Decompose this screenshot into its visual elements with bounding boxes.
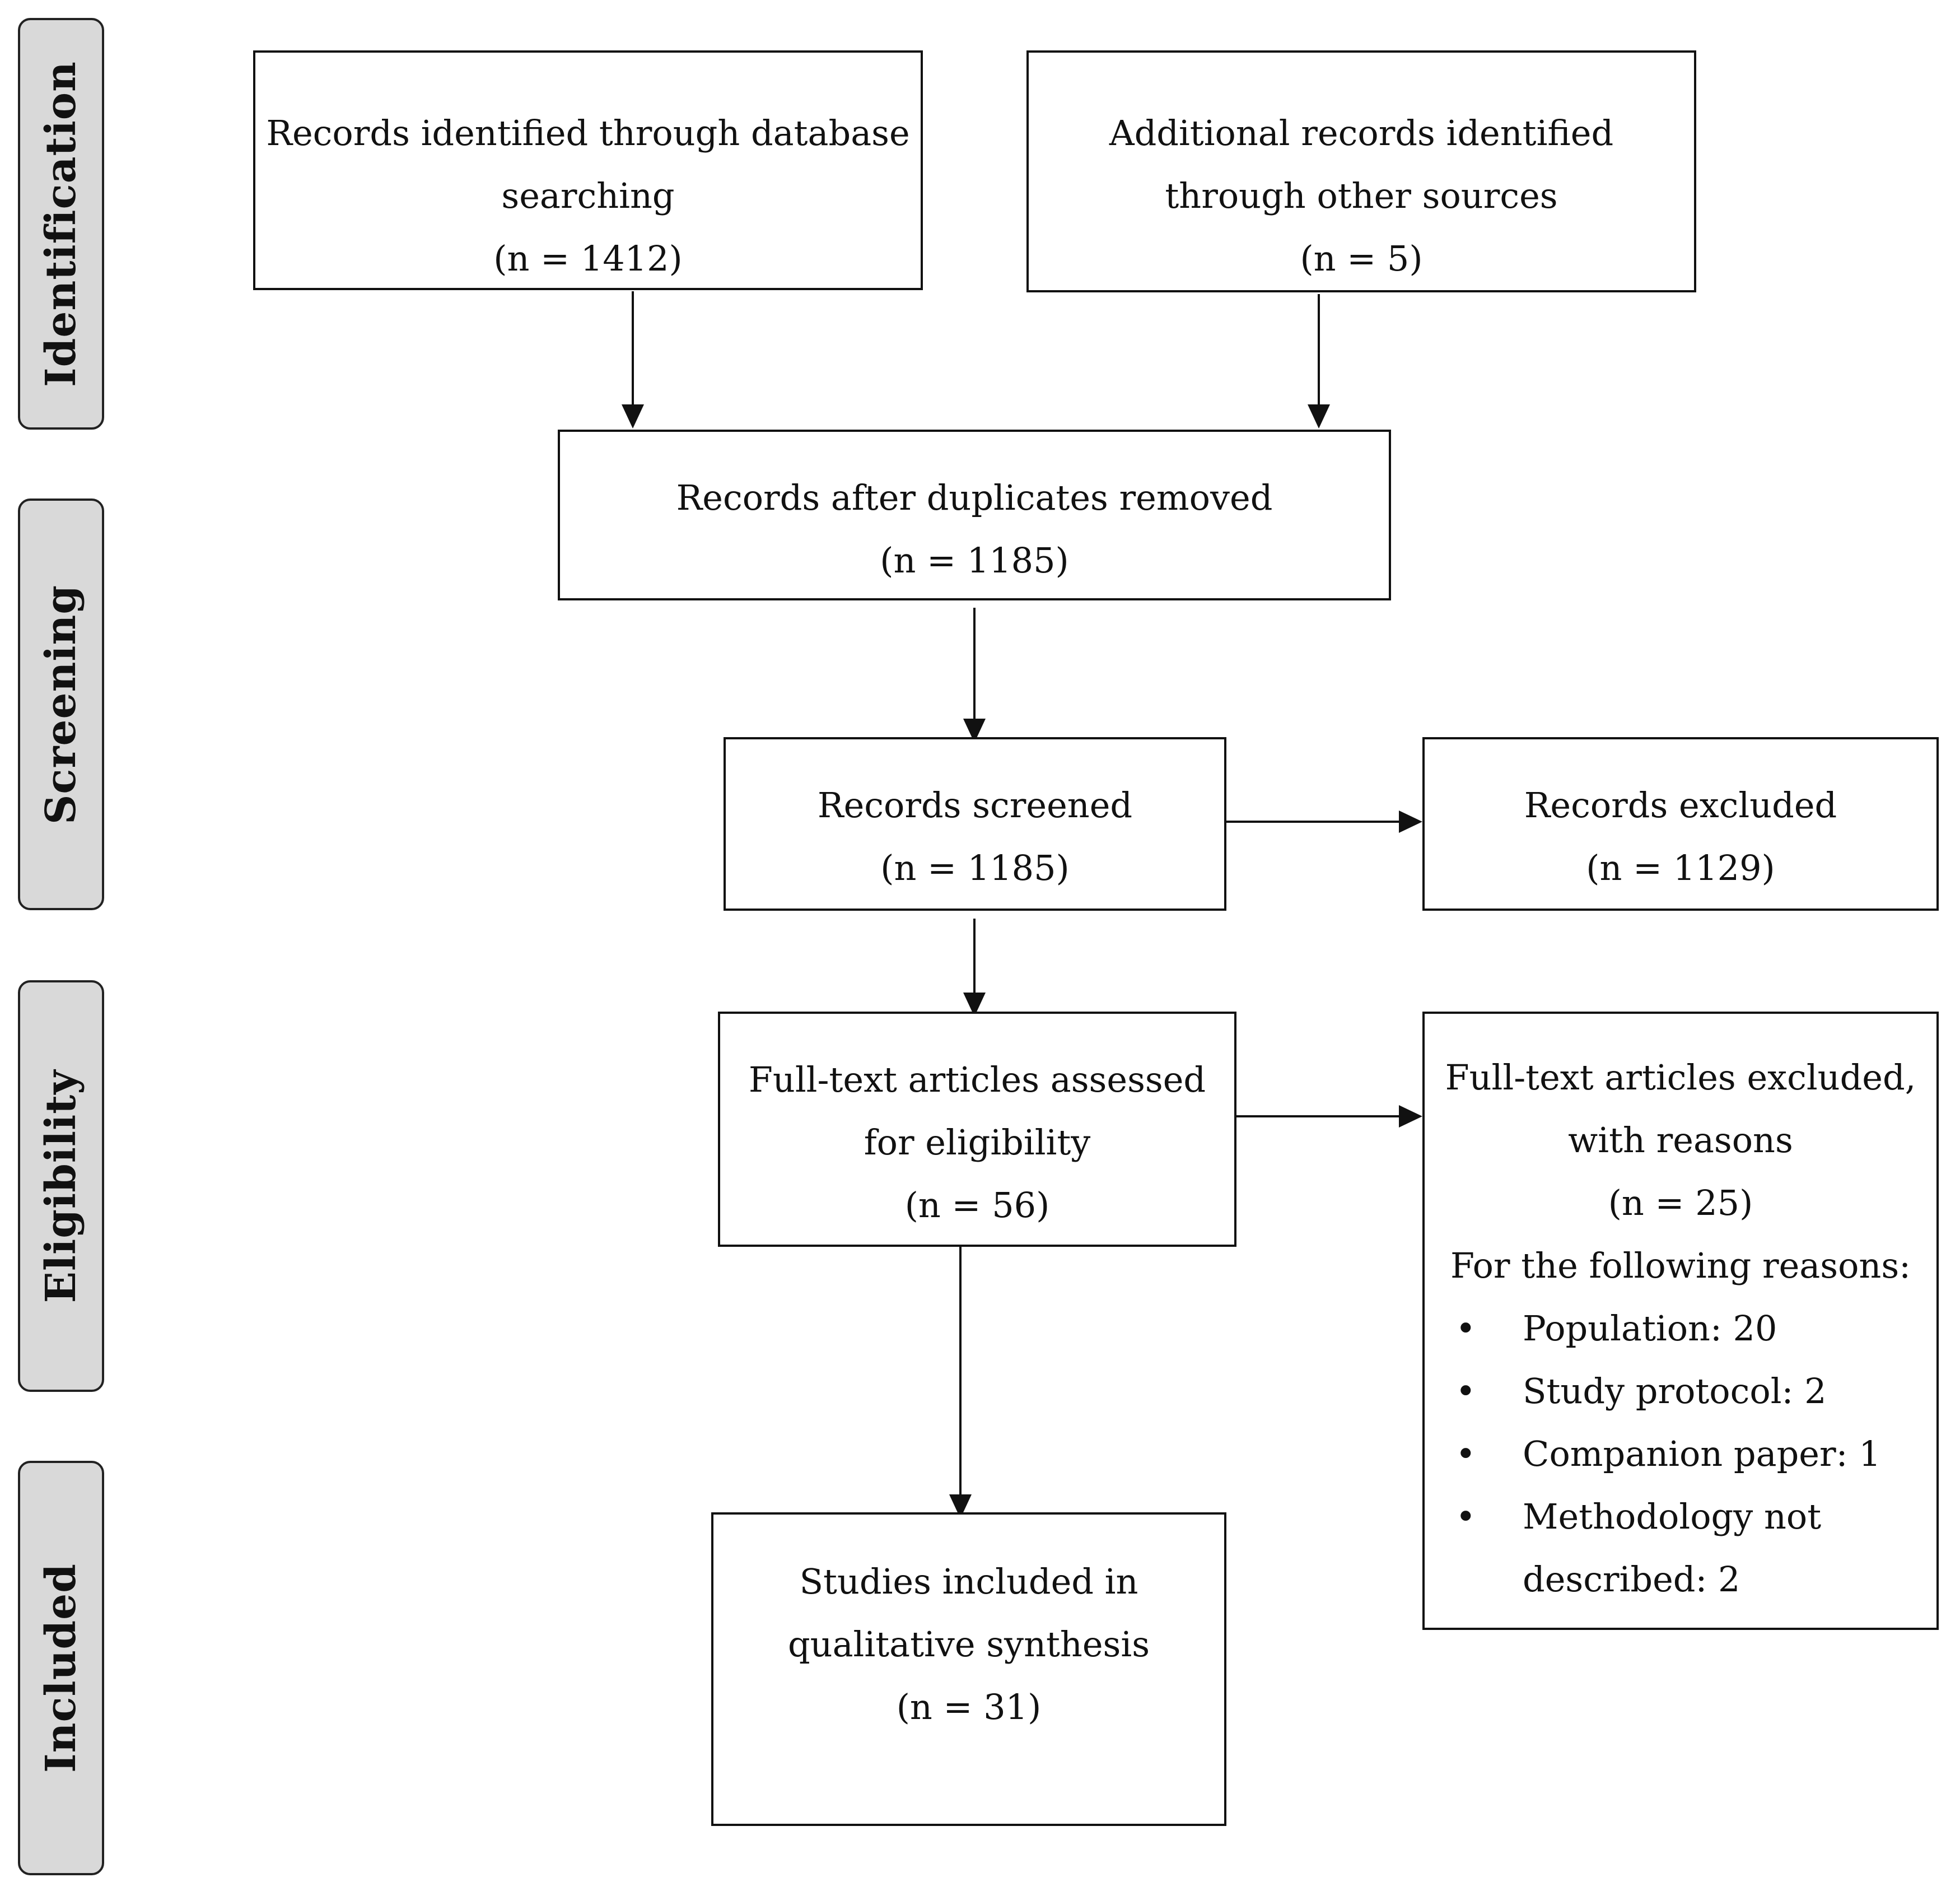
arrowhead-screened-fulltext	[963, 993, 986, 1017]
box-fulltext-excluded: Full-text articles excluded, with reason…	[1422, 1012, 1939, 1630]
reasons-list: • Population: 20 • Study protocol: 2 • C…	[1425, 1297, 1936, 1611]
other-sources-line2: through other sources	[1165, 175, 1558, 216]
included-line1: Studies included in	[799, 1561, 1138, 1602]
fulltext-assessed-line2: for eligibility	[864, 1122, 1091, 1163]
reasons-heading: For the following reasons:	[1450, 1245, 1911, 1286]
phase-screening: Screening	[18, 499, 104, 910]
box-records-excluded: Records excluded (n = 1129)	[1422, 737, 1939, 911]
reason-item: • Methodology not described: 2	[1425, 1485, 1936, 1611]
arrowhead-duplicates	[963, 719, 986, 743]
box-duplicates-removed: Records after duplicates removed (n = 11…	[558, 430, 1391, 600]
phase-eligibility: Eligibility	[18, 980, 104, 1392]
database-count: (n = 1412)	[493, 238, 683, 279]
reason-text: Methodology not	[1523, 1496, 1822, 1537]
reason-text: Study protocol: 2	[1523, 1371, 1827, 1412]
box-studies-included: Studies included in qualitative synthesi…	[711, 1512, 1226, 1826]
screened-count: (n = 1185)	[880, 847, 1070, 888]
reason-item: • Companion paper: 1	[1425, 1423, 1936, 1485]
other-sources-line1: Additional records identified	[1109, 113, 1614, 153]
included-count: (n = 31)	[896, 1687, 1042, 1727]
other-sources-count: (n = 5)	[1300, 238, 1423, 279]
reason-text-continued: described: 2	[1523, 1559, 1740, 1600]
duplicates-line1: Records after duplicates removed	[676, 477, 1273, 518]
included-line2: qualitative synthesis	[787, 1624, 1150, 1665]
bullet-icon: •	[1455, 1308, 1476, 1349]
excluded-count: (n = 1129)	[1586, 847, 1775, 888]
reason-item: • Population: 20	[1425, 1297, 1936, 1360]
box-other-sources: Additional records identified through ot…	[1026, 50, 1696, 292]
box-records-screened: Records screened (n = 1185)	[724, 737, 1226, 911]
excluded-line1: Records excluded	[1524, 785, 1837, 826]
duplicates-count: (n = 1185)	[880, 540, 1069, 581]
bullet-icon: •	[1455, 1371, 1476, 1412]
database-line2: searching	[501, 175, 675, 216]
phase-identification: Identification	[18, 18, 104, 430]
reason-item: • Study protocol: 2	[1425, 1360, 1936, 1423]
arrowhead-other	[1308, 404, 1330, 428]
reason-text: Population: 20	[1523, 1308, 1777, 1349]
arrowhead-included	[949, 1494, 972, 1518]
box-fulltext-assessed: Full-text articles assessed for eligibil…	[718, 1012, 1236, 1247]
bullet-icon: •	[1455, 1496, 1476, 1537]
fulltext-assessed-count: (n = 56)	[904, 1185, 1050, 1226]
fulltext-excluded-line1: Full-text articles excluded,	[1445, 1057, 1916, 1098]
reason-text: Companion paper: 1	[1523, 1433, 1881, 1474]
phase-included: Included	[18, 1461, 104, 1875]
database-line1: Records identified through database	[266, 113, 910, 153]
fulltext-excluded-line2: with reasons	[1568, 1120, 1793, 1161]
arrowhead-database	[622, 404, 644, 428]
bullet-icon: •	[1455, 1433, 1476, 1474]
fulltext-excluded-count: (n = 25)	[1608, 1182, 1753, 1223]
fulltext-assessed-line1: Full-text articles assessed	[748, 1059, 1206, 1100]
arrowhead-fulltext-excluded	[1399, 1105, 1422, 1128]
arrowhead-screened-excluded	[1399, 810, 1422, 833]
box-database-records: Records identified through database sear…	[253, 50, 923, 290]
screened-line1: Records screened	[817, 785, 1133, 826]
